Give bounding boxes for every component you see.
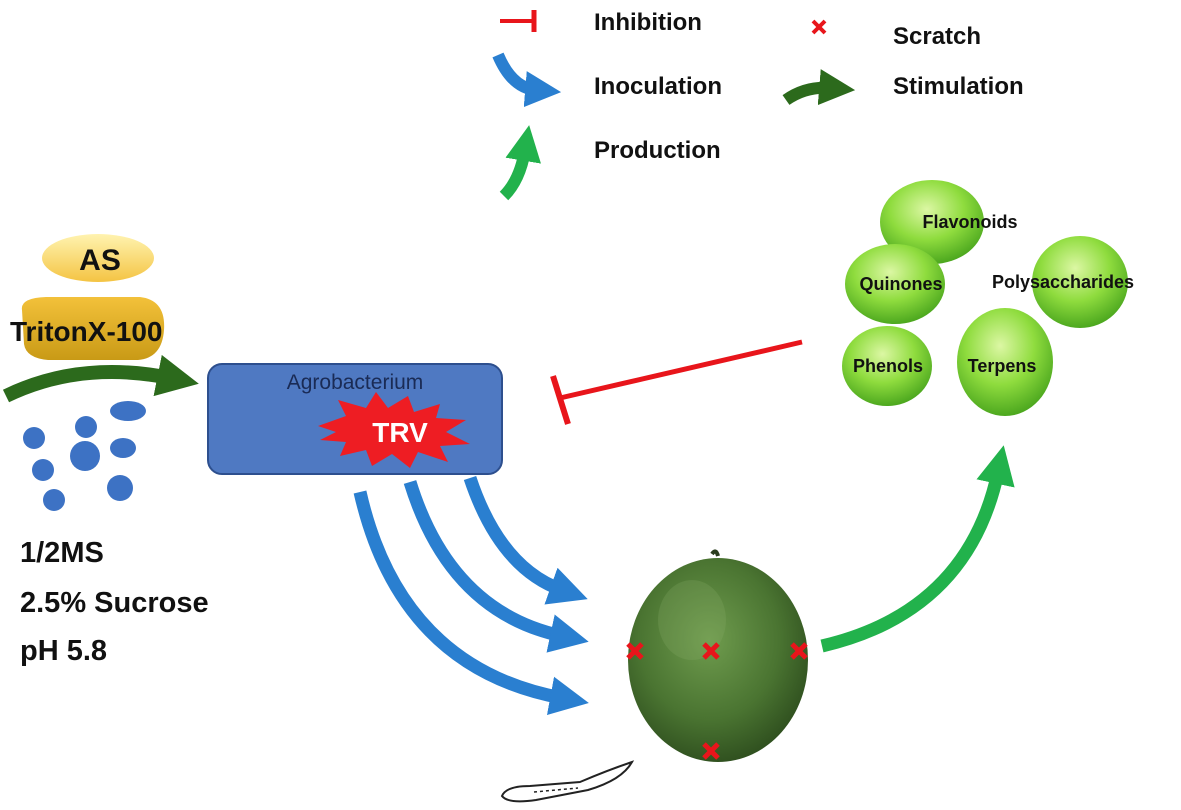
medium-line-1: 1/2MS — [20, 537, 104, 569]
medium-particles — [23, 401, 146, 511]
fruit — [626, 549, 808, 762]
phenols-label: Phenols — [853, 356, 923, 376]
scratch-legend-label: Scratch — [893, 23, 981, 50]
particle — [110, 401, 146, 421]
medium-line-3: pH 5.8 — [20, 635, 107, 667]
inoculation-legend-icon — [492, 52, 562, 108]
scratch-legend-icon — [811, 19, 827, 35]
agrobacterium-label: Agrobacterium — [287, 371, 424, 394]
quinones-label: Quinones — [859, 274, 942, 294]
legend: Inhibition Scratch Inoculation Stimulati… — [492, 9, 1024, 201]
stimulation-arrow — [2, 354, 199, 403]
metabolite-polysaccharides: Polysaccharides — [992, 236, 1134, 328]
particle — [43, 489, 65, 511]
particle — [32, 459, 54, 481]
particle — [23, 427, 45, 449]
metabolite-quinones: Quinones — [845, 244, 945, 324]
scratch-mark — [702, 642, 720, 660]
particle — [75, 416, 97, 438]
particle — [70, 441, 100, 471]
scratch-mark — [790, 642, 808, 660]
trv-burst-icon — [318, 392, 470, 468]
production-legend-label: Production — [594, 137, 721, 164]
production-arrow — [820, 445, 1015, 653]
metabolite-phenols: Phenols — [842, 326, 932, 406]
inhibition-legend-label: Inhibition — [594, 9, 702, 36]
medium-composition: 1/2MS 2.5% Sucrose pH 5.8 — [20, 537, 209, 667]
inoculation-legend-label: Inoculation — [594, 73, 722, 100]
inoculation-arrows — [353, 475, 589, 716]
metabolite-flavonoids: Flavonoids — [880, 180, 1018, 264]
stimulation-legend-label: Stimulation — [893, 73, 1024, 100]
particle — [107, 475, 133, 501]
scalpel-icon — [500, 760, 635, 803]
triton-pill: TritonX-100 — [10, 297, 165, 360]
inhibition-legend-icon — [500, 10, 537, 32]
trv-label: TRV — [372, 417, 428, 448]
medium-line-2: 2.5% Sucrose — [20, 587, 209, 619]
as-label: AS — [79, 244, 121, 277]
agrobacterium-box: Agrobacterium TRV — [207, 363, 503, 475]
production-legend-icon — [499, 125, 541, 201]
polysaccharides-label: Polysaccharides — [992, 272, 1134, 292]
flavonoids-label: Flavonoids — [922, 212, 1017, 232]
inoculation-arrow — [353, 490, 589, 716]
particle — [110, 438, 136, 458]
triton-label: TritonX-100 — [10, 316, 162, 347]
metabolite-terpens: Terpens — [957, 308, 1053, 416]
inoculation-arrow — [403, 480, 589, 653]
inhibition-arrow — [550, 339, 803, 425]
scratch-mark — [626, 642, 644, 660]
terpens-label: Terpens — [968, 356, 1037, 376]
scratch-mark — [702, 742, 720, 760]
inoculation-arrow — [463, 475, 588, 605]
stimulation-legend-icon — [782, 69, 856, 106]
metabolite-cluster: Flavonoids Polysaccharides Quinones Phen… — [842, 180, 1134, 416]
as-pill: AS — [42, 234, 154, 282]
